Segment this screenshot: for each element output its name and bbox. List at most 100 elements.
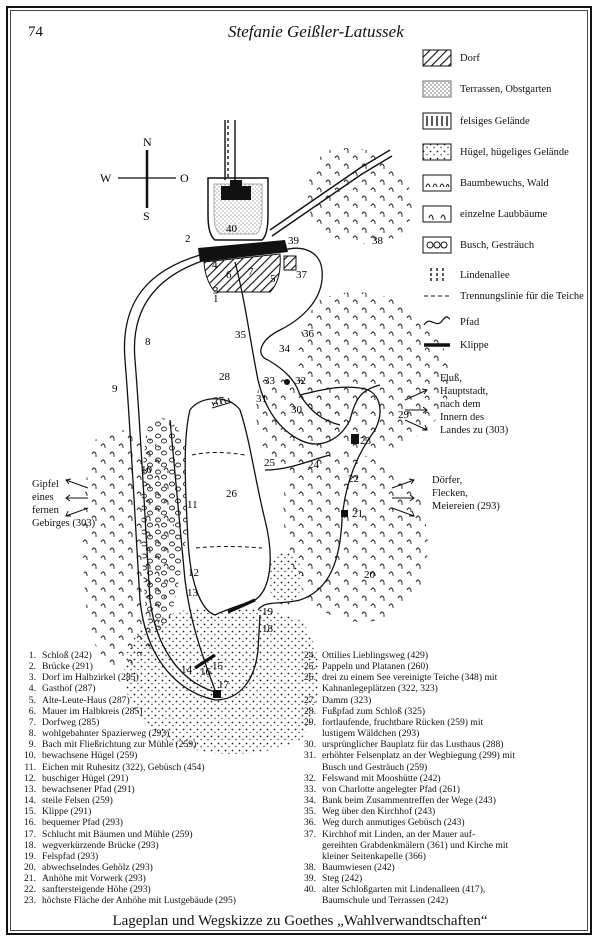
map-label-18: 18 <box>262 623 274 635</box>
list-item-text: Fußpfad zum Schloß (325) <box>322 705 426 717</box>
list-item: 33.von Charlotte angelegter Pfad (261) <box>296 784 515 795</box>
map-label-10: 10 <box>141 464 153 476</box>
map-label-19: 19 <box>262 606 274 618</box>
legend-item-path: Pfad <box>422 311 479 333</box>
list-item-text: höchste Fläche der Anhöhe mit Lustgebäud… <box>42 895 236 907</box>
lake-ponds <box>184 398 271 616</box>
list-item-text: Schlucht mit Bäumen und Mühle (259) <box>42 828 193 840</box>
list-item-number: 37. <box>304 828 316 840</box>
single-tree-swatch-icon <box>422 205 452 223</box>
list-item-number: 8. <box>28 728 36 740</box>
list-item-number <box>296 851 316 862</box>
list-item: 3.Dorf im Halbzirkel (285) <box>16 672 236 683</box>
list-item-text: Anhöhe mit Vorwerk (293) <box>42 873 146 885</box>
compass-east: O <box>180 171 189 185</box>
list-item-text: abwechselndes Gehölz (293) <box>42 861 153 873</box>
list-item: 36.Weg durch anmutiges Gebüsch (243) <box>296 817 515 828</box>
list-item-number: 25. <box>304 661 316 673</box>
map-number-labels: 1 2 3 4 5 6 7 8 9 10 11 12 13 14 15 16 1… <box>112 223 410 691</box>
map-label-11: 11 <box>187 499 198 511</box>
list-item: 10.bewachsene Hügel (259) <box>16 750 236 761</box>
list-item: 23.höchste Fläche der Anhöhe mit Lustgeb… <box>16 895 236 906</box>
farm-building <box>341 510 348 517</box>
list-item-text: erhöhter Felsenplatz an der Wegbiegung (… <box>322 750 515 762</box>
list-item-number: 18. <box>24 839 36 851</box>
list-item: 39.Steg (242) <box>296 873 515 884</box>
list-item-number: 28. <box>304 705 316 717</box>
compass-rose <box>118 150 176 208</box>
list-item: 4.Gasthof (287) <box>16 683 236 694</box>
list-item-text: Ottilies Lieblingsweg (429) <box>322 650 429 661</box>
map-label-36: 36 <box>303 328 315 340</box>
map-label-29: 29 <box>398 409 410 421</box>
list-item-number: 32. <box>304 772 316 784</box>
list-item-text: steile Felsen (259) <box>42 795 113 807</box>
list-item-text: lustigem Wäldchen (293) <box>322 728 420 740</box>
list-item: 6. Mauer im Halbkreis (285) <box>16 706 236 717</box>
dashed-line-swatch-icon <box>424 295 450 297</box>
hatched-swatch-icon <box>422 49 452 67</box>
map-label-28: 28 <box>219 371 231 383</box>
list-item-number: 2. <box>28 661 36 673</box>
compass-north: N <box>143 135 152 149</box>
list-item-number: 6. <box>28 705 36 717</box>
linden-avenue-swatch-icon <box>430 268 444 282</box>
list-item: 8. wohlgebahnter Spazierweg (293) <box>16 728 236 739</box>
list-item: 7.Dorfweg (285) <box>16 717 236 728</box>
list-item-number: 7. <box>28 716 36 728</box>
list-item: 34.Bank beim Zusammentreffen der Wege (2… <box>296 795 515 806</box>
legend-item-forest: Baumbewuchs, Wald <box>422 172 549 194</box>
cliff-swatch-icon <box>424 343 450 347</box>
list-item-text: bewachsene Hügel (259) <box>42 750 138 762</box>
map-label-40: 40 <box>226 223 238 235</box>
list-item-number: 20. <box>24 861 36 873</box>
page-number: 74 <box>28 24 43 40</box>
legend-item-hills: Hügel, hügeliges Gelände <box>422 141 569 163</box>
list-item-number: 38. <box>304 861 316 873</box>
forest-swatch-icon <box>422 174 452 192</box>
map-label-25: 25 <box>264 457 276 469</box>
list-item-number: 30. <box>304 739 316 751</box>
map-label-6: 6 <box>226 269 232 281</box>
list-item: 14. steile Felsen (259) <box>16 795 236 806</box>
legend-item-rocky: felsiges Gelände <box>422 110 530 132</box>
list-item: 19.Felspfad (293) <box>16 851 236 862</box>
legend-list-right: 24.Ottilies Lieblingsweg (429)25.Pappeln… <box>296 650 515 907</box>
list-item-text: ursprünglicher Bauplatz für das Lusthaus… <box>322 739 504 751</box>
list-item: 9.Bach mit Fließrichtung zur Mühle (259) <box>16 739 236 750</box>
map-label-5: 5 <box>270 273 276 285</box>
legend-item-linden: Lindenallee <box>422 264 510 286</box>
figure-caption: Lageplan und Wegskizze zu Goethes „Wahlv… <box>112 913 488 929</box>
list-item-text: Mauer im Halbkreis (285) <box>42 705 143 717</box>
map-label-27: 27 <box>213 395 225 407</box>
list-item: 31. erhöhter Felsenplatz an der Wegbiegun… <box>296 750 515 761</box>
dotted-terrace-swatch-icon <box>422 80 452 98</box>
legend-item-cliff: Klippe <box>422 334 489 356</box>
path-line-swatch-icon <box>423 316 451 326</box>
map-label-17: 17 <box>218 679 230 691</box>
list-item: 30. ursprünglicher Bauplatz für das Lusth… <box>296 739 515 750</box>
list-item-text: bewachsener Pfad (291) <box>42 783 135 795</box>
list-item: 21.Anhöhe mit Vorwerk (293) <box>16 873 236 884</box>
list-item-text: Steg (242) <box>322 873 363 885</box>
list-item: kleiner Seitenkapelle (366) <box>296 851 515 862</box>
map-label-2: 2 <box>185 233 191 245</box>
list-item-number: 12. <box>24 772 36 784</box>
list-item-number: 14. <box>24 795 36 807</box>
list-item-number: 40. <box>304 884 316 896</box>
map-label-39: 39 <box>288 235 300 247</box>
list-item-text: Weg über den Kirchhof (243) <box>322 806 436 818</box>
list-item-number: 31. <box>304 750 316 762</box>
moss-hut <box>284 379 290 385</box>
list-item-text: Schloß (242) <box>42 650 92 661</box>
list-item-text: Felswand mit Mooshütte (242) <box>322 772 441 784</box>
list-item-text: wohlgebahnter Spazierweg (293) <box>42 728 170 740</box>
map-label-1: 1 <box>213 293 219 305</box>
map-label-21: 21 <box>352 508 363 520</box>
note-mountain-peak: Gipfel eines fernen Gebirges (303) <box>32 479 96 529</box>
list-item-number: 15. <box>24 806 36 818</box>
outer-border <box>6 6 592 935</box>
list-item: 24.Ottilies Lieblingsweg (429) <box>296 650 515 661</box>
list-item-number <box>296 895 316 906</box>
list-item: 5.Alte-Leute-Haus (287) <box>16 695 236 706</box>
